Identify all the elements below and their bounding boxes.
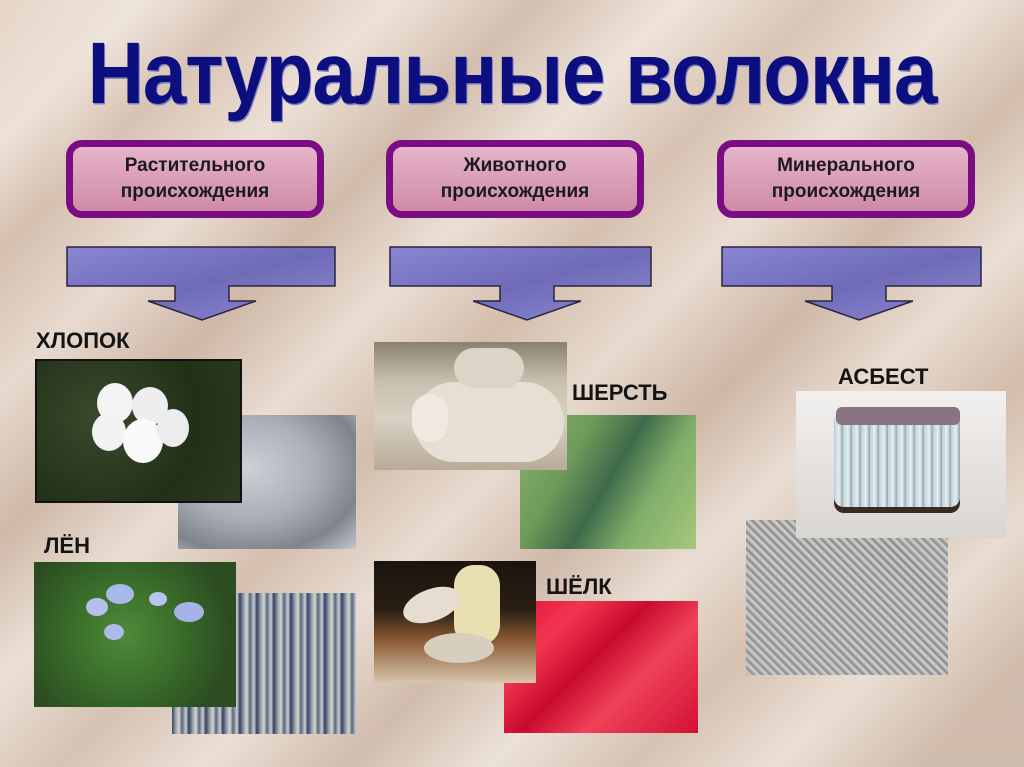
category-line2: происхождения <box>120 181 270 202</box>
category-line2: происхождения <box>440 181 590 202</box>
sheep-photo <box>374 342 567 470</box>
slide-title: Натуральные волокна <box>87 23 938 123</box>
label-cotton: ХЛОПОК <box>36 328 130 353</box>
category-mineral-origin: Минерального происхождения <box>717 140 975 218</box>
down-arrow-icon <box>721 246 982 321</box>
asbestos-mineral-photo <box>796 391 1006 538</box>
cotton-boll-photo <box>35 359 242 503</box>
category-plant-origin: Растительного происхождения <box>66 140 324 218</box>
down-arrow-icon <box>66 246 336 321</box>
label-asbestos: АСБЕСТ <box>838 364 929 389</box>
label-wool: ШЕРСТЬ <box>572 380 668 405</box>
asbestos-fabric-photo <box>746 520 948 675</box>
silkworm-cocoon-photo <box>374 561 536 683</box>
red-silk-photo <box>504 601 698 733</box>
category-line1: Животного <box>463 155 567 177</box>
down-arrow-icon <box>389 246 652 321</box>
flax-flowers-photo <box>34 562 236 707</box>
category-animal-origin: Животного происхождения <box>386 140 644 218</box>
category-line1: Растительного <box>124 155 266 177</box>
label-silk: ШЁЛК <box>546 574 612 599</box>
label-flax: ЛЁН <box>44 533 91 558</box>
category-line1: Минерального <box>777 155 915 177</box>
category-line2: происхождения <box>771 181 921 202</box>
